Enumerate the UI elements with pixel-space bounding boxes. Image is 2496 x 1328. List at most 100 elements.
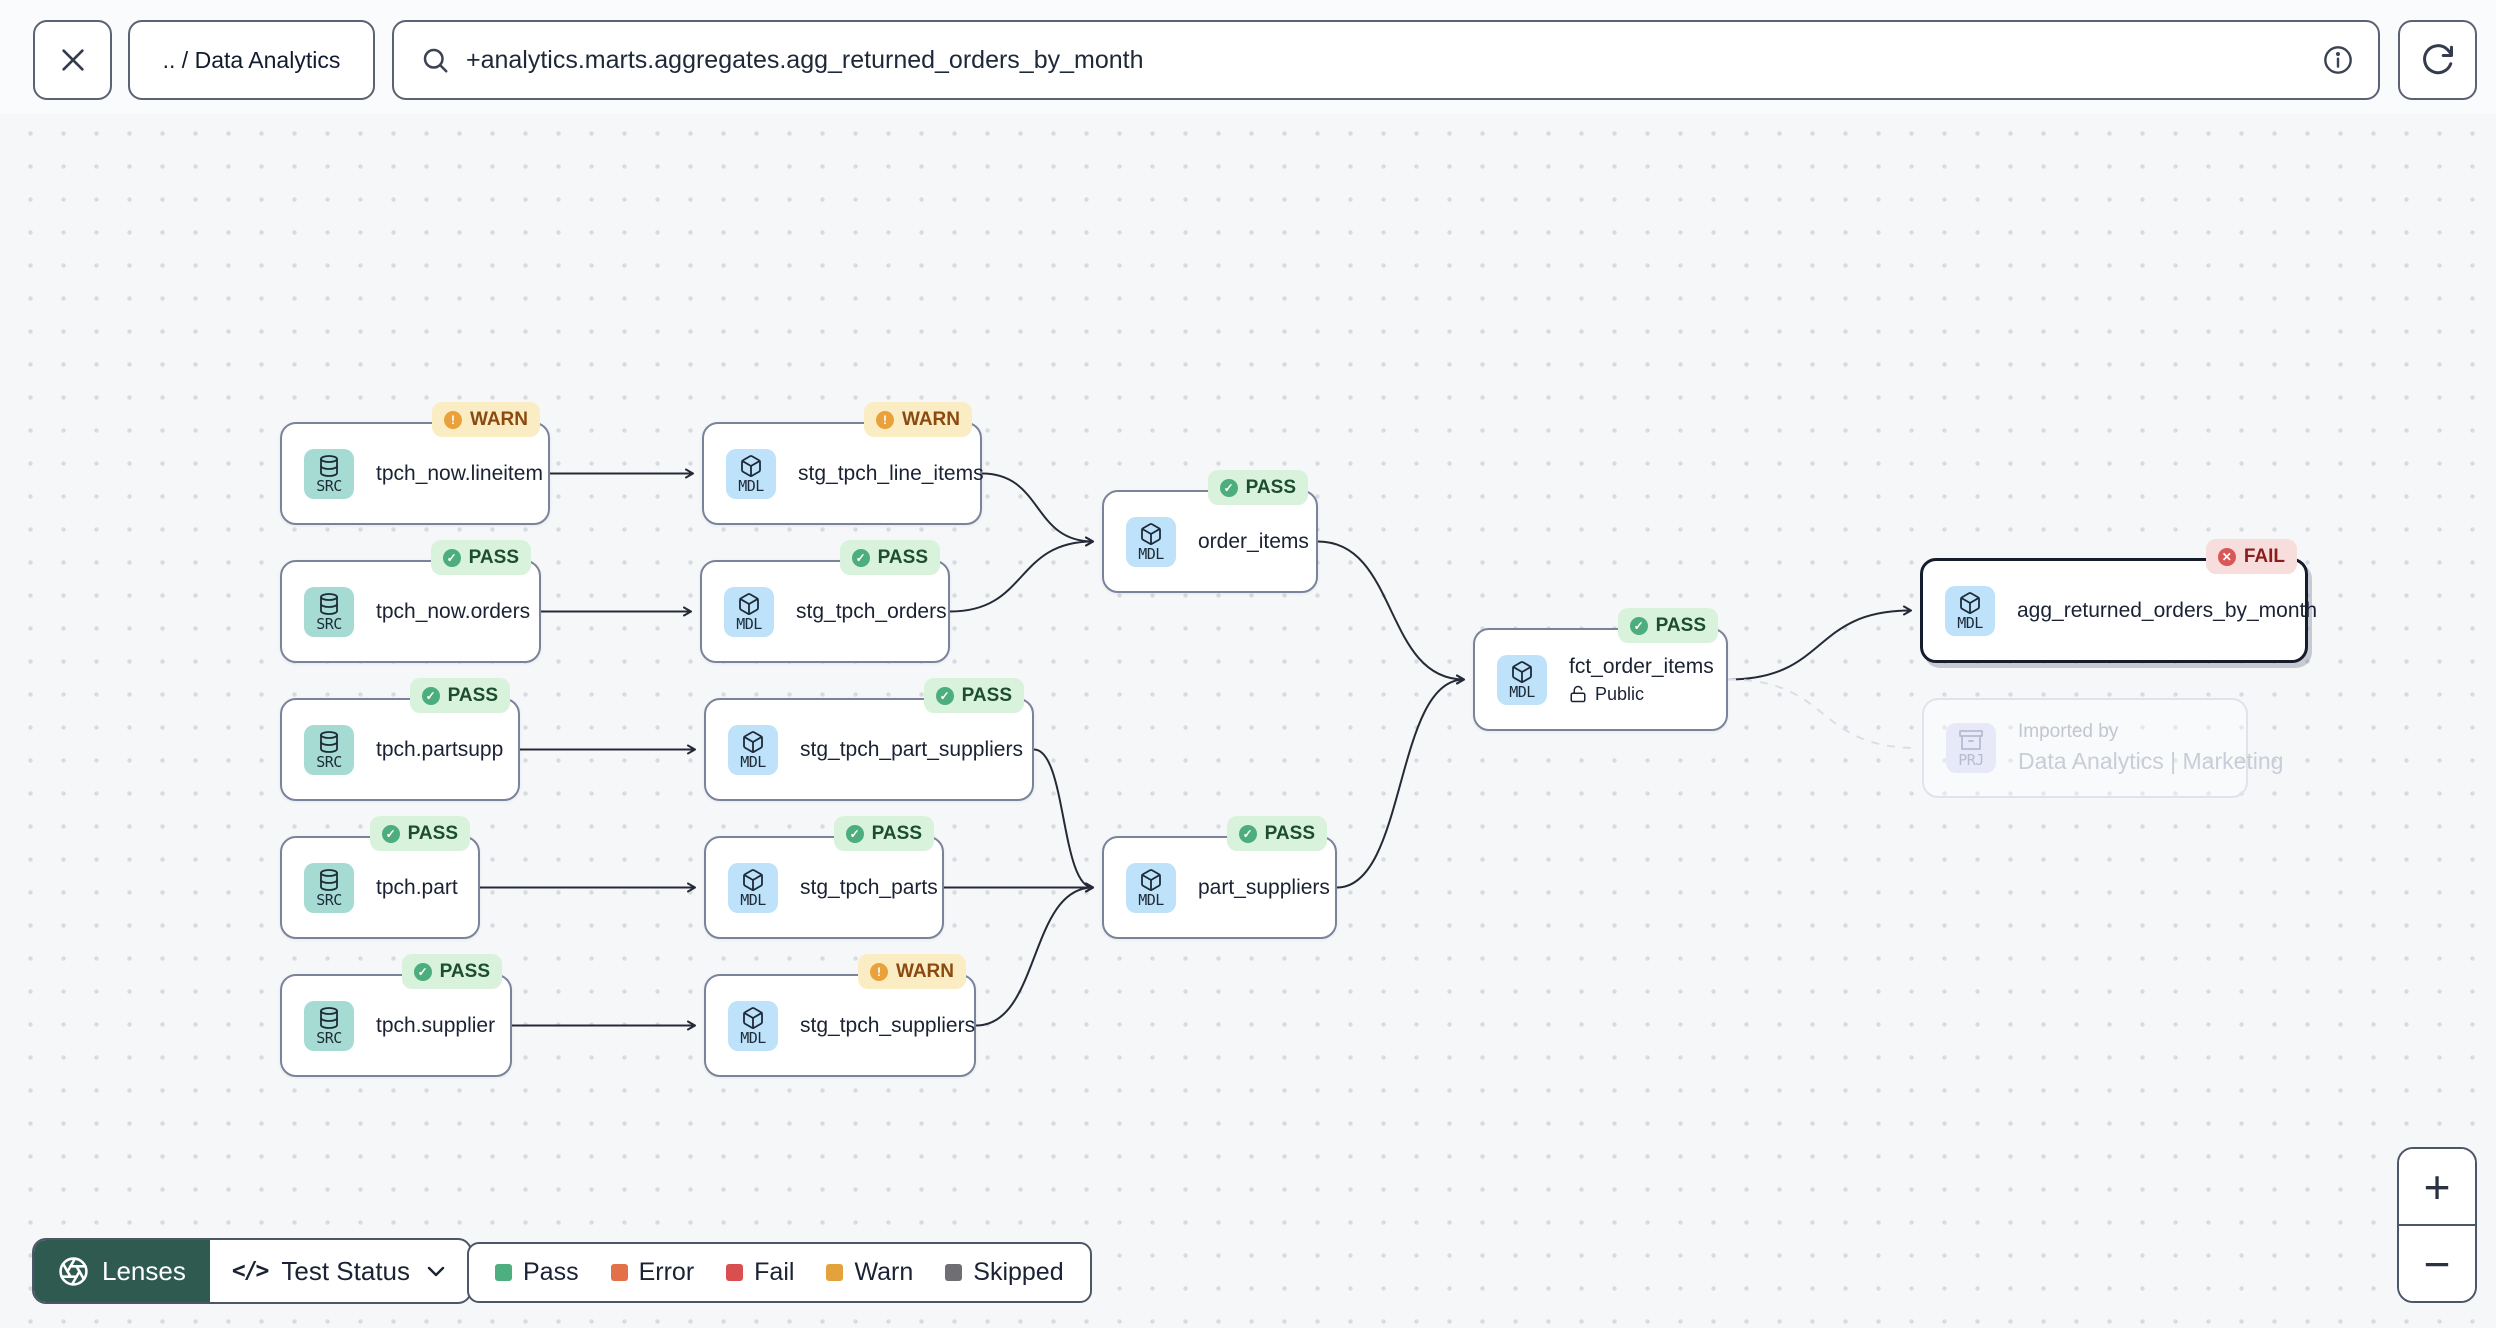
status-dot-icon: ✓ <box>851 548 870 567</box>
node-type-chip: MDL <box>728 724 778 775</box>
node-access-label: Public <box>1595 683 1645 704</box>
node-type-label: MDL <box>1509 682 1535 701</box>
legend-item-skipped: Skipped <box>945 1258 1064 1287</box>
breadcrumb-label: .. / Data Analytics <box>162 46 341 73</box>
node-sublabel: Data Analytics | Marketing <box>2018 748 2284 774</box>
node-text: stg_tpch_part_suppliers <box>800 738 1023 762</box>
node-text: tpch.supplier <box>376 1014 495 1038</box>
zoom-out-button[interactable]: − <box>2399 1224 2475 1301</box>
node-type-chip: MDL <box>1126 516 1176 567</box>
search-input[interactable] <box>466 45 2322 75</box>
close-button[interactable] <box>33 20 112 100</box>
node-text: tpch.partsupp <box>376 738 503 762</box>
node-type-label: MDL <box>740 752 766 771</box>
cube-icon <box>1139 868 1163 892</box>
legend-swatch <box>495 1264 512 1281</box>
node-text: order_items <box>1198 530 1309 554</box>
node-text: stg_tpch_parts <box>800 876 938 900</box>
legend-item-warn: Warn <box>826 1258 913 1287</box>
legend-swatch <box>726 1264 744 1281</box>
zoom-in-button[interactable]: + <box>2399 1149 2475 1224</box>
status-badge-label: PASS <box>468 546 519 568</box>
lineage-node-tpch_now_lineitem[interactable]: SRC tpch_now.lineitem! WARN <box>280 402 550 525</box>
node-type-chip: PRJ <box>1946 723 1996 773</box>
node-type-chip: MDL <box>728 1000 778 1051</box>
node-label: tpch.supplier <box>376 1013 496 1037</box>
info-icon[interactable] <box>2322 44 2354 76</box>
status-dot-icon: ✓ <box>413 962 432 981</box>
status-dot-icon: ✓ <box>421 686 440 705</box>
breadcrumb[interactable]: .. / Data Analytics <box>128 20 375 100</box>
node-type-label: MDL <box>736 614 762 633</box>
node-label: part_suppliers <box>1198 875 1330 899</box>
node-type-chip: SRC <box>304 448 354 499</box>
database-icon <box>317 592 341 616</box>
status-badge-label: FAIL <box>2243 545 2285 567</box>
node-text: tpch_now.lineitem <box>376 462 543 486</box>
status-dot-icon: ! <box>875 410 894 429</box>
legend-swatch <box>610 1264 628 1281</box>
test-status-badge: ✕FAIL <box>2205 539 2297 574</box>
node-text: stg_tpch_line_items <box>798 462 984 486</box>
node-label: Imported by <box>2018 721 2119 742</box>
code-icon: </> <box>231 1258 270 1284</box>
status-badge-label: PASS <box>871 822 922 844</box>
search-bar <box>392 20 2380 100</box>
unlock-icon <box>1569 685 1587 703</box>
node-label: tpch_now.orders <box>376 599 531 623</box>
test-status-badge: ✓PASS <box>430 540 531 575</box>
database-icon <box>317 1006 341 1030</box>
node-label: agg_returned_orders_by_month <box>2017 598 2318 622</box>
node-type-chip: MDL <box>1126 862 1176 913</box>
status-dot-icon: ! <box>869 962 888 981</box>
status-dot-icon: ! <box>443 410 462 429</box>
legend-label: Warn <box>854 1258 914 1286</box>
node-type-label: MDL <box>1138 544 1164 563</box>
node-type-label: SRC <box>316 752 342 771</box>
test-status-badge: ✓PASS <box>409 678 510 713</box>
test-status-badge: ✓PASS <box>1226 816 1327 851</box>
close-icon <box>57 44 89 76</box>
test-status-badge: ✓PASS <box>369 816 470 851</box>
refresh-icon <box>2420 42 2456 78</box>
node-type-label: MDL <box>1138 890 1164 909</box>
zoom-controls: + − <box>2397 1147 2477 1303</box>
legend-swatch <box>826 1264 844 1281</box>
status-badge-label: PASS <box>1245 476 1296 498</box>
test-status-badge: ✓PASS <box>401 954 502 989</box>
status-badge-label: PASS <box>961 684 1012 706</box>
test-status-badge: ✓PASS <box>1617 608 1718 643</box>
status-badge-label: WARN <box>469 408 528 430</box>
refresh-button[interactable] <box>2398 20 2477 100</box>
node-label: stg_tpch_suppliers <box>800 1013 976 1037</box>
lenses-button[interactable]: Lenses <box>34 1240 210 1302</box>
node-label: fct_order_items <box>1569 654 1714 678</box>
lineage-node-tpch_partsupp[interactable]: SRC tpch.partsupp ✓PASS <box>280 678 520 801</box>
cube-icon <box>741 868 765 892</box>
legend-label: Skipped <box>973 1258 1064 1286</box>
chevron-down-icon <box>424 1259 448 1283</box>
node-label: tpch.partsupp <box>376 737 504 761</box>
status-dot-icon: ✓ <box>381 824 400 843</box>
test-status-badge: ✓PASS <box>839 540 940 575</box>
status-badge-label: PASS <box>1655 614 1706 636</box>
lineage-node-part_suppliers[interactable]: MDL part_suppliers ✓PASS <box>1102 816 1337 939</box>
cube-icon <box>739 454 763 478</box>
node-text: tpch_now.orders <box>376 600 530 624</box>
legend-item-error: Error <box>610 1258 694 1287</box>
node-text: agg_returned_orders_by_month <box>2017 599 2317 623</box>
lens-selector[interactable]: </> Test Status <box>210 1240 470 1302</box>
legend-label: Fail <box>754 1258 795 1286</box>
